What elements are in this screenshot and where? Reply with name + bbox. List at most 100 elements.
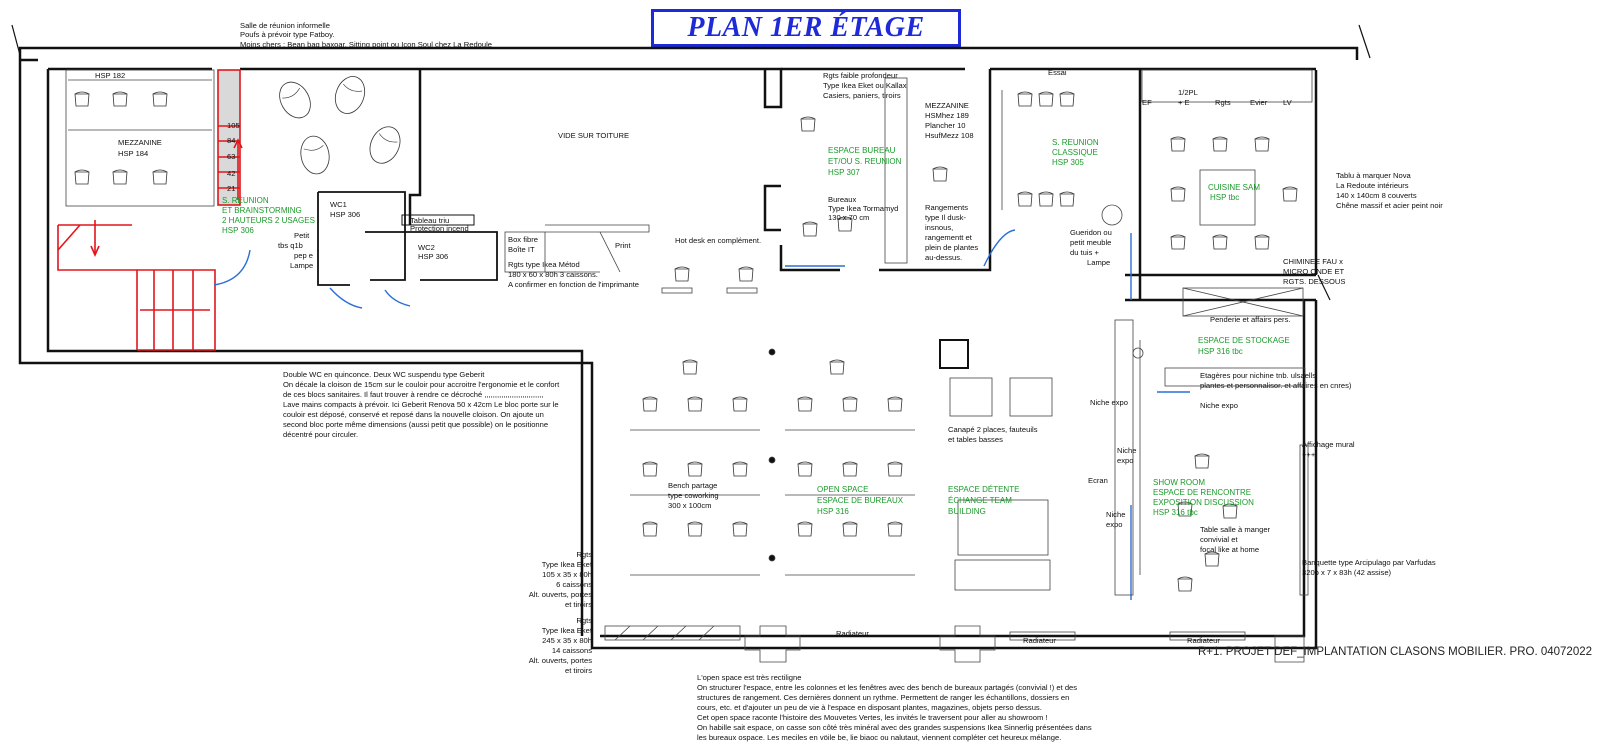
zone-openspace-1: OPEN SPACE xyxy=(817,485,868,494)
mezz2-3: Plancher 10 xyxy=(925,121,966,130)
zone-reunion-brain-3: 2 HAUTEURS 2 USAGES xyxy=(222,216,315,225)
rgtsfaible-1: Rgts faible profondeur xyxy=(823,71,898,80)
rgts1-2: Type Ikea Eket xyxy=(542,560,593,569)
radiateur-2: Radiateur xyxy=(1023,636,1056,645)
rgts1-4: 6 caissons xyxy=(556,580,592,589)
note-poufs-3: Moins chers : Bean bag baxoar, Sitting p… xyxy=(240,40,492,49)
zone-cuisine-1: CUISINE SAM xyxy=(1208,183,1260,192)
kitchen-3: EF xyxy=(1142,98,1152,107)
mezzanine-left xyxy=(65,69,215,207)
bureaux-2: Type Ikea Tormamyd xyxy=(828,204,898,213)
kitchen-5: Evier xyxy=(1250,98,1268,107)
essai-label: Essai xyxy=(1048,68,1067,77)
niche-2: Niche expo xyxy=(1200,401,1238,410)
wc-note-3: de ces blocs sanitaires. Il faut trouver… xyxy=(283,390,543,399)
chimney-2: MICRO ONDE ET xyxy=(1283,267,1345,276)
kitchen-1: 1/2PL xyxy=(1178,88,1198,97)
openspace-note-5: Cet open space raconte l'histoire des Mo… xyxy=(697,713,1048,722)
chimney-1: CHIMINEE FAU x xyxy=(1283,257,1343,266)
niche-5: Niche xyxy=(1106,510,1125,519)
print-label: Print xyxy=(615,241,632,250)
showroom-furniture xyxy=(1114,319,1309,596)
petit-3: pep e xyxy=(294,251,313,260)
bureau-furniture xyxy=(800,77,1123,264)
bench-3: 300 x 100cm xyxy=(668,501,711,510)
zone-showroom-4: HSP 316 tbc xyxy=(1153,508,1198,517)
rangements-4: rangementt et xyxy=(925,233,973,242)
tablesalle-2: convivial et xyxy=(1200,535,1238,544)
wc-note-7: décentré pour circuler. xyxy=(283,430,358,439)
tablu-1: Tablu à marquer Nova xyxy=(1336,171,1411,180)
banquette-2: 320b x 7 x 83h (42 assise) xyxy=(1302,568,1392,577)
penderie-label: Penderie et affairs pers. xyxy=(1210,315,1290,324)
rgts1-3: 105 x 35 x 80h xyxy=(542,570,592,579)
rgts2-2: Type Ikea Eket xyxy=(542,626,593,635)
zone-openspace-2: ESPACE DE BUREAUX xyxy=(817,496,904,505)
etageres-1: Etagères pour nichine tnb. ulsaells xyxy=(1200,371,1316,380)
zone-reunion-brain-1: S. REUNION xyxy=(222,196,269,205)
poufs xyxy=(272,71,407,177)
wc-note-2: On décale la cloison de 15cm sur le coul… xyxy=(283,380,560,389)
rgts2-6: et tiroirs xyxy=(565,666,592,675)
rgts1-1: Rgts xyxy=(576,550,592,559)
zone-detente-1: ESPACE DÉTENTE xyxy=(948,485,1019,494)
title-box: PLAN 1ER ÉTAGE xyxy=(651,9,961,47)
niche-3: Niche xyxy=(1117,446,1136,455)
rangements-3: insnous, xyxy=(925,223,953,232)
hsp-182: HSP 182 xyxy=(95,71,125,80)
bench-1: Bench partage xyxy=(668,481,717,490)
ecran-label: Ecran xyxy=(1088,476,1108,485)
footer-title: R+1. PROJET DEF_IMPLANTATION CLASONS MOB… xyxy=(1198,646,1593,658)
zone-reunion-classique-2: CLASSIQUE xyxy=(1052,148,1098,157)
openspace-note-4: cours, etc. et d'ajouter un peu de vie à… xyxy=(697,703,1042,712)
gueridon-1: Gueridon ou xyxy=(1070,228,1112,237)
metod-3: A confirmer en fonction de l'imprimante xyxy=(508,280,639,289)
banquette-1: Banquette type Arcipulago par Varfudas xyxy=(1302,558,1436,567)
openspace-note-3: structures de rangement. Ces dernières d… xyxy=(697,693,1069,702)
metod-1: Rgts type Ikea Métod xyxy=(508,260,580,269)
zone-reunion-classique-1: S. REUNION xyxy=(1052,138,1099,147)
hotdesk-label: Hot desk en complément. xyxy=(675,236,761,245)
note-poufs-2: Poufs à prévoir type Fatboy. xyxy=(240,30,334,39)
rangements-2: type Il dusk- xyxy=(925,213,966,222)
bureaux-3: 130 x 70 cm xyxy=(828,213,869,222)
lounge-furniture xyxy=(939,339,1053,591)
gueridon-2: petit meuble xyxy=(1070,238,1111,247)
mezz1-hsp: HSP 184 xyxy=(118,149,148,158)
corridor-furniture xyxy=(504,224,758,294)
bench-2: type coworking xyxy=(668,491,719,500)
labels: Salle de réunion informelle Poufs à prév… xyxy=(95,21,1443,742)
zone-showroom-3: EXPOSITION DISCUSSION xyxy=(1153,498,1254,507)
petit-4: Lampe xyxy=(290,261,313,270)
wc-note-4: Lave mains compacts à prévoir. Ici Geber… xyxy=(283,400,559,409)
rgts2-4: 14 caissons xyxy=(552,646,592,655)
zone-reunion-classique-3: HSP 305 xyxy=(1052,158,1084,167)
kitchen-2: + E xyxy=(1178,98,1190,107)
zone-openspace-3: HSP 316 xyxy=(817,507,849,516)
windows xyxy=(604,625,1305,663)
petit-2: tbs q1b xyxy=(278,241,303,250)
rgts2-5: Alt. ouverts, portes xyxy=(529,656,593,665)
rgts2-1: Rgts xyxy=(576,616,592,625)
tablesalle-1: Table salle à manger xyxy=(1200,525,1271,534)
stair-step-2: 84 xyxy=(227,136,235,145)
affichage-1: Affichage mural xyxy=(1302,440,1355,449)
boxfibre-1: Box fibre xyxy=(508,235,538,244)
metod-2: 180 x 60 x 80h 3 caissons. xyxy=(508,270,598,279)
tableau-1: Tableau triu xyxy=(410,216,449,225)
rgts1-6: et tiroirs xyxy=(565,600,592,609)
stairs xyxy=(57,69,243,351)
zone-stockage-2: HSP 316 tbc xyxy=(1198,347,1243,356)
zone-showroom-2: ESPACE DE RENCONTRE xyxy=(1153,488,1251,497)
doors xyxy=(213,229,1190,600)
tablesalle-3: focal like at home xyxy=(1200,545,1259,554)
niche-1: Niche expo xyxy=(1090,398,1128,407)
zone-bureau-1: ESPACE BUREAU xyxy=(828,146,896,155)
mezz2-4: HsufMezz 108 xyxy=(925,131,974,140)
stair-step-3: 63 xyxy=(227,152,235,161)
mezz1-name: MEZZANINE xyxy=(118,138,162,147)
vide-label: VIDE SUR TOITURE xyxy=(558,131,629,140)
boxfibre-2: Boîte IT xyxy=(508,245,535,254)
rangements-5: plein de plantes xyxy=(925,243,978,252)
zone-showroom-1: SHOW ROOM xyxy=(1153,478,1205,487)
